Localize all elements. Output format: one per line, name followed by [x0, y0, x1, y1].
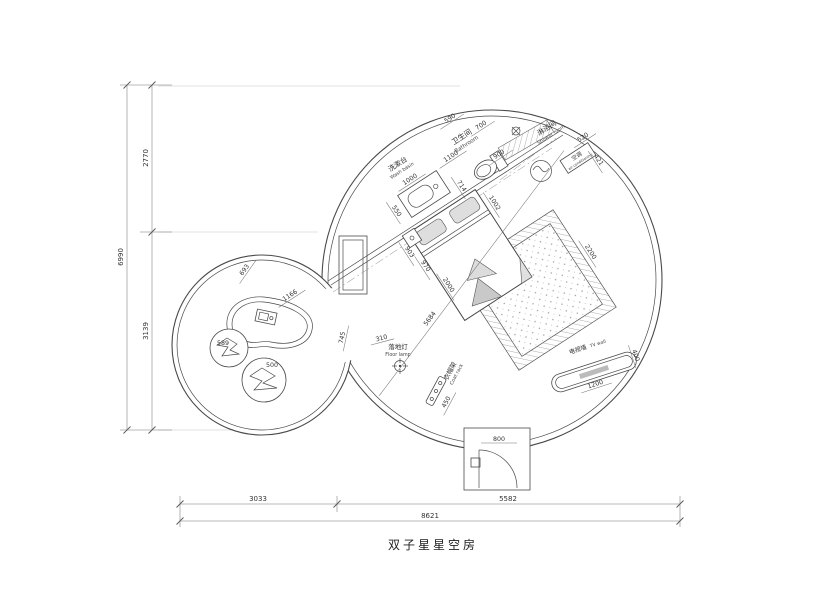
dims-bottom: 3033 5582 8621	[176, 495, 684, 527]
counter-sink	[254, 308, 278, 326]
dim-5582: 5582	[499, 495, 517, 503]
bed	[407, 188, 533, 322]
dim-500: 500	[266, 362, 278, 369]
floor-lamp-label-cn: 落地灯	[388, 342, 408, 351]
coat-rack	[425, 376, 447, 406]
nightstand	[401, 227, 423, 249]
toilet	[474, 150, 509, 180]
svg-text:500: 500	[266, 362, 278, 369]
dim-400: 400	[628, 345, 641, 369]
wash-basin	[397, 170, 451, 218]
dim-450: 450	[441, 392, 457, 416]
svg-text:400: 400	[630, 349, 640, 363]
bed-throw	[471, 277, 503, 307]
basin-faucet	[433, 183, 439, 189]
junction-wall-stub-inner	[342, 239, 364, 291]
dim-8621: 8621	[421, 512, 439, 520]
svg-text:589: 589	[217, 340, 229, 347]
dim-310: 310	[370, 334, 395, 346]
shower-floor-hatch	[497, 119, 555, 161]
door-stop	[470, 457, 481, 468]
pouf-a	[209, 328, 249, 368]
dim-3033: 3033	[249, 495, 267, 503]
dims-left: 6990 2770 3139	[117, 81, 172, 434]
dim-589: 589	[217, 340, 229, 347]
svg-text:745: 745	[338, 331, 347, 344]
small-room-outer-wall	[171, 254, 353, 436]
svg-text:310: 310	[375, 334, 388, 344]
dim-745: 745	[338, 325, 349, 352]
svg-text:1200: 1200	[587, 379, 604, 391]
bed-blanket-fold	[519, 258, 533, 284]
drawing-title: 双子星星空房	[388, 537, 478, 552]
dim-3139: 3139	[142, 322, 150, 340]
bed-pillow	[449, 196, 481, 224]
tv-wall-label-en: TV wall	[588, 339, 607, 350]
dim-800: 800	[481, 436, 517, 444]
door-swing-arc	[478, 449, 518, 489]
basin-counter	[397, 170, 451, 218]
shower-head-icon	[511, 126, 521, 136]
dim-1200: 1200	[581, 379, 612, 394]
dim-2770: 2770	[142, 149, 150, 167]
svg-text:450: 450	[441, 395, 453, 409]
pouf-b	[241, 357, 287, 403]
basin-bowl	[407, 184, 434, 208]
svg-text:800: 800	[493, 436, 505, 443]
tv-wall	[551, 351, 637, 393]
bed-throw	[467, 258, 498, 281]
floor-lamp-label-en: Floor lamp	[385, 352, 410, 358]
shower-glass-dash	[499, 137, 557, 181]
entrance	[463, 427, 531, 491]
stool-icon	[530, 160, 552, 182]
floor-lamp: 落地灯 Floor lamp	[385, 342, 411, 374]
shower-area	[497, 119, 557, 182]
junction-opening	[324, 286, 358, 367]
tv-screen	[578, 364, 610, 380]
dim-6990: 6990	[117, 248, 125, 266]
toilet-bowl	[474, 159, 497, 180]
